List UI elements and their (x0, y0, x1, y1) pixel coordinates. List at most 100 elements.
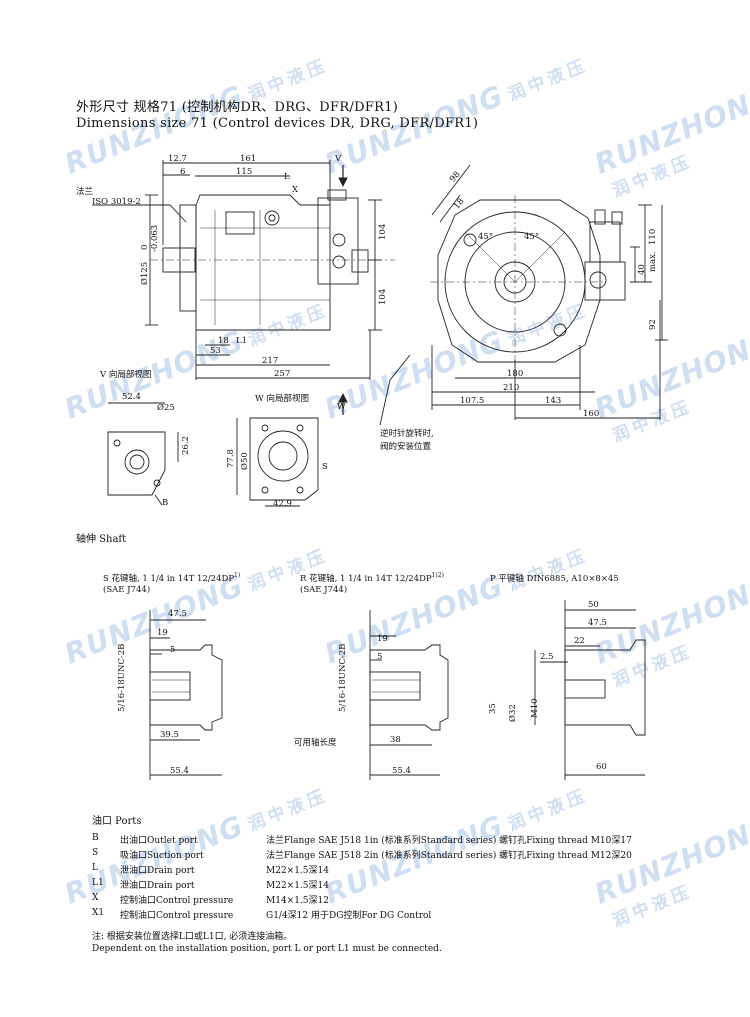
port-name: 控制油口Control pressure (120, 911, 234, 921)
shaft-r-drawing (369, 610, 449, 780)
port-name: 吸油口Suction port (120, 851, 204, 861)
dim-label: 0 (140, 244, 150, 250)
view-marker-w: W (337, 402, 346, 412)
port-desc: M14×1.5深12 (266, 896, 329, 906)
thread-label: 5/16-18UNC-2B (117, 643, 127, 712)
dim-label: 107.5 (460, 396, 485, 406)
port-desc: 法兰Flange SAE J518 2in (标准系列Standard seri… (266, 851, 632, 861)
dim-label: 19 (377, 634, 388, 644)
dim-label: max. (648, 251, 658, 272)
dim-label: 60 (596, 762, 607, 772)
port-l1-label: L1 (236, 336, 248, 346)
dim-label: 18 (218, 336, 229, 346)
port-desc: 法兰Flange SAE J518 1in (标准系列Standard seri… (266, 836, 632, 846)
shaft-p-title: P 平键轴 DIN6885, A10×8×45 (490, 574, 619, 584)
dim-label: 6 (180, 167, 186, 177)
dim-label: 40 (637, 264, 647, 275)
dim-label: 210 (503, 383, 520, 393)
port-b-label: B (162, 498, 169, 508)
dim-label: 22 (574, 636, 585, 646)
port-code: L (92, 863, 98, 873)
dim-label: 143 (545, 396, 562, 406)
dim-label: 19 (157, 628, 168, 638)
port-code: B (92, 833, 99, 843)
view-marker-v: V (335, 154, 342, 164)
shaft-r-title: R 花键轴, 1 1/4 in 14T 12/24DP1)2) (300, 572, 444, 584)
dim-label: 39.5 (160, 730, 179, 740)
shaft-s-standard: (SAE J744) (103, 585, 151, 595)
dim-label: 104 (378, 288, 388, 305)
rotation-note: 逆时针旋转时, 阀的安装位置 (380, 429, 434, 452)
port-code: L1 (92, 878, 104, 888)
dim-label: 53 (210, 346, 221, 356)
v-detail-drawing (107, 402, 179, 506)
note-en: Dependent on the installation position, … (92, 944, 442, 954)
thread-label: 5/16-18UNC-2B (338, 643, 348, 712)
dim-label: 55.4 (392, 766, 411, 776)
dim-label: 47.5 (168, 609, 187, 619)
note-cn: 注: 根据安装位置选择L口或L1口, 必须连接油箱。 (92, 932, 293, 942)
dim-label: 5 (377, 652, 383, 662)
dim-label: M10 (530, 698, 540, 718)
main-body (195, 194, 331, 331)
dim-label: 50 (588, 600, 599, 610)
v-view-label: V 向局部视图 (100, 370, 152, 380)
main-flange (179, 204, 197, 312)
dim-label: 92 (648, 319, 658, 330)
port-desc: G1/4深12 用于DG控制For DG Control (266, 911, 432, 921)
dim-label: 77.8 (226, 449, 236, 468)
angle-label: 45° (478, 232, 494, 242)
dim-label: 110 (648, 228, 658, 245)
dim-label: 257 (274, 369, 291, 379)
flange-standard: ISO 3019-2 (92, 197, 141, 207)
dim-label: 5 (170, 645, 176, 655)
port-desc: M22×1.5深14 (266, 866, 329, 876)
dim-label: 161 (240, 154, 257, 164)
shaft-p-drawing (534, 600, 646, 780)
dim-label: 38 (390, 735, 401, 745)
shaft-s-drawing (149, 610, 223, 780)
dim-label: Ø32 (508, 704, 518, 722)
port-l-label: L (284, 172, 290, 182)
dim-label: 47.5 (588, 618, 607, 628)
port-name: 出油口Outlet port (120, 836, 198, 846)
dim-label: 217 (262, 356, 279, 366)
shaft-s-title: S 花键轴, 1 1/4 in 14T 12/24DP1) (103, 572, 241, 584)
port-code: X1 (92, 908, 105, 918)
dim-label: 115 (236, 167, 253, 177)
dim-label: Ø50 (240, 452, 250, 470)
title-en: Dimensions size 71 (Control devices DR, … (76, 116, 479, 131)
side-view (379, 164, 668, 426)
dim-label: 180 (507, 369, 524, 379)
port-name: 控制油口Control pressure (120, 896, 234, 906)
dim-label: 42.9 (273, 499, 292, 509)
w-view-label: W 向局部视图 (255, 394, 309, 404)
dim-label: Ø25 (157, 403, 175, 413)
shaft-r-standard: (SAE J744) (300, 585, 348, 595)
angle-label: 45° (524, 232, 540, 242)
shaft-heading: 轴伸 Shaft (76, 534, 127, 545)
port-desc: M22×1.5深14 (266, 881, 329, 891)
w-detail-drawing (236, 417, 319, 507)
dim-label: 104 (378, 223, 388, 240)
dim-label: 55.4 (170, 766, 189, 776)
dim-label: 52.4 (122, 392, 141, 402)
port-name: 泄油口Drain port (120, 881, 195, 891)
port-x-label: X (292, 185, 299, 195)
control-device (317, 197, 359, 285)
dim-label: 35 (488, 703, 498, 714)
ports-heading: 油口 Ports (92, 816, 142, 827)
flange-label: 法兰 (76, 187, 94, 197)
dim-label: 160 (583, 409, 600, 419)
port-code: S (92, 848, 99, 858)
dim-label: Ø125 (140, 261, 150, 285)
port-s-label: S (322, 462, 328, 472)
dim-label: 26.2 (181, 436, 191, 455)
valve-block (225, 211, 255, 235)
port-code: X (92, 893, 99, 903)
dim-label: -0.063 (150, 224, 160, 252)
usable-length-label: 可用轴长度 (294, 738, 337, 748)
dim-label: 12.7 (168, 154, 187, 164)
port-name: 泄油口Drain port (120, 866, 195, 876)
